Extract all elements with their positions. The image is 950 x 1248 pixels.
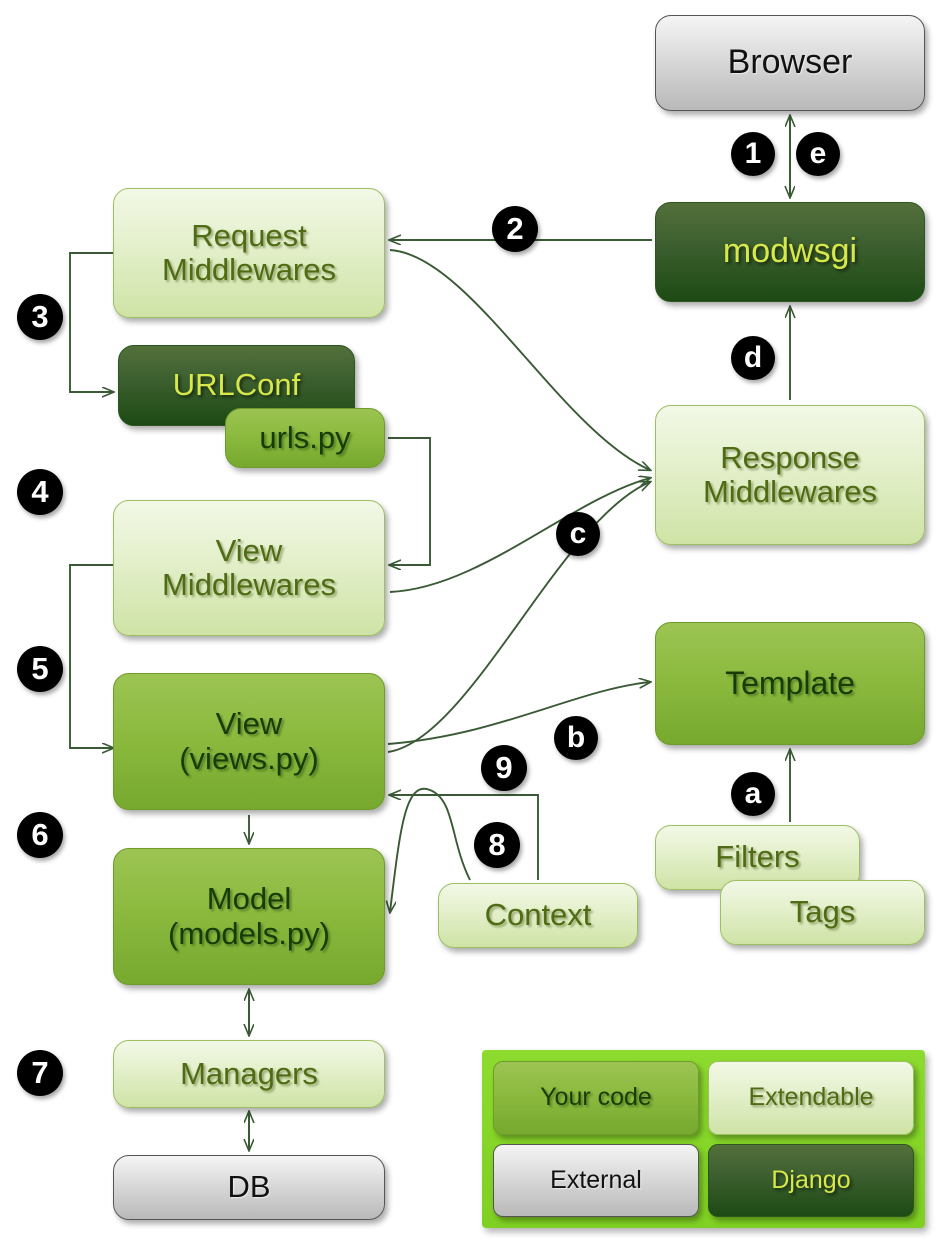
- node-template[interactable]: Template: [655, 622, 925, 745]
- edge-view-mw-view: [69, 564, 113, 748]
- step-badge-1: 1: [731, 132, 775, 176]
- legend-your-code: Your code: [493, 1061, 699, 1135]
- node-filters[interactable]: Filters: [655, 825, 860, 890]
- step-badge-a: a: [731, 772, 775, 816]
- legend-django-label: Django: [771, 1165, 851, 1194]
- node-label-modwsgi: modwsgi: [722, 232, 858, 271]
- node-label-urlconf: URLConf: [172, 367, 301, 403]
- step-badge-5: 5: [17, 646, 63, 692]
- node-modwsgi[interactable]: modwsgi: [655, 202, 925, 302]
- node-label-model: Model(models.py): [168, 881, 330, 951]
- node-label-filters: Filters: [715, 839, 800, 875]
- node-db[interactable]: DB: [113, 1155, 385, 1220]
- edge-view-response-mw: [387, 482, 650, 753]
- node-tags[interactable]: Tags: [720, 880, 925, 945]
- node-label-managers: Managers: [180, 1055, 318, 1091]
- edge-view-mw-response-mw: [389, 478, 650, 593]
- node-view[interactable]: View(views.py): [113, 673, 385, 810]
- edge-view-template: [387, 682, 650, 745]
- step-badge-7: 7: [17, 1050, 63, 1096]
- node-label-context: Context: [484, 897, 592, 933]
- node-urlspy[interactable]: urls.py: [225, 408, 385, 468]
- step-badge-e: e: [796, 132, 840, 176]
- node-browser[interactable]: Browser: [655, 15, 925, 111]
- edge-urlspy-view-mw: [388, 437, 431, 565]
- step-badge-2: 2: [492, 206, 538, 252]
- step-badge-d: d: [731, 336, 775, 380]
- legend-your-code-label: Your code: [540, 1083, 652, 1111]
- step-badge-9: 9: [481, 745, 527, 791]
- legend-django: Django: [708, 1143, 914, 1217]
- node-label-db: DB: [227, 1169, 271, 1205]
- step-badge-4: 4: [17, 469, 63, 515]
- node-label-view: View(views.py): [179, 706, 319, 776]
- legend-extendable: Extendable: [708, 1061, 914, 1135]
- legend-external: External: [493, 1143, 699, 1217]
- step-badge-6: 6: [17, 812, 63, 858]
- node-label-template: Template: [725, 664, 855, 701]
- step-badge-8: 8: [474, 822, 520, 868]
- node-context[interactable]: Context: [438, 883, 638, 948]
- node-label-urlspy: urls.py: [259, 419, 351, 455]
- edge-request-mw-urlconf: [69, 252, 113, 392]
- legend-extendable-label: Extendable: [748, 1083, 874, 1111]
- step-badge-b: b: [554, 716, 598, 760]
- node-label-tags: Tags: [789, 894, 856, 930]
- node-label-browser: Browser: [727, 43, 853, 82]
- edge-request-mw-response-mw: [389, 249, 650, 470]
- step-badge-3: 3: [17, 294, 63, 340]
- node-managers[interactable]: Managers: [113, 1040, 385, 1108]
- node-model[interactable]: Model(models.py): [113, 848, 385, 985]
- legend-external-label: External: [550, 1165, 642, 1194]
- step-badge-c: c: [556, 512, 600, 556]
